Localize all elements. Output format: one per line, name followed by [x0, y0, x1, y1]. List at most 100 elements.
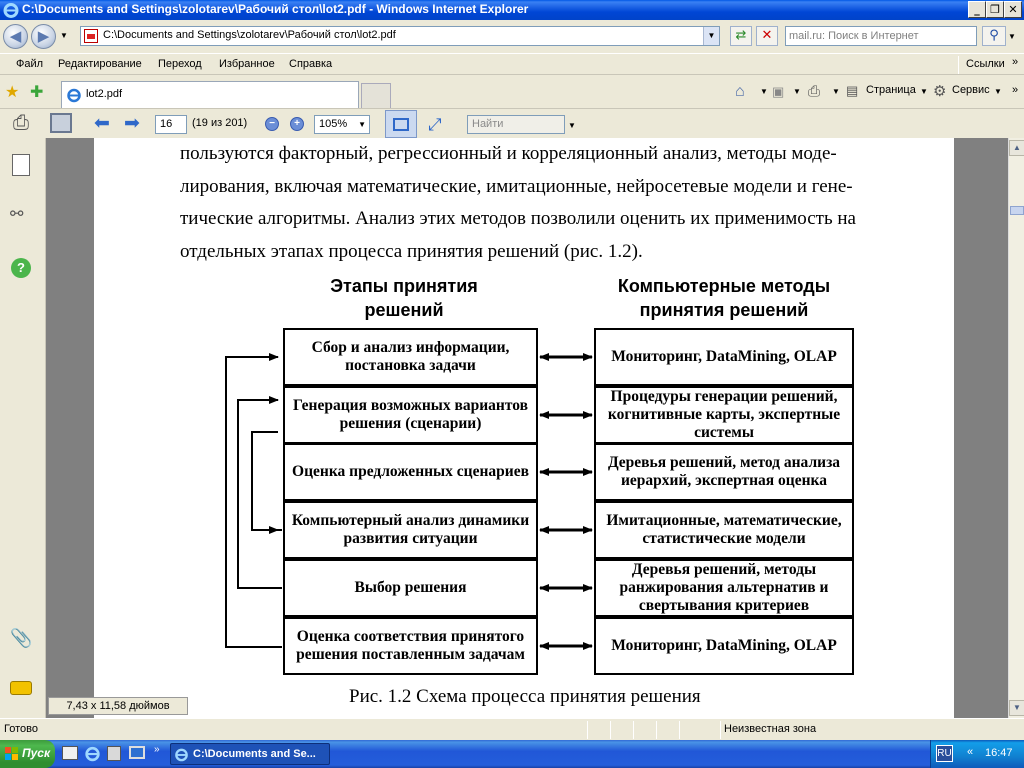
find-input[interactable]: Найти — [467, 115, 565, 134]
menu-bar: Файл Редактирование Переход Избранное Сп… — [0, 53, 1024, 75]
mail-icon[interactable] — [62, 746, 78, 760]
menu-favorites[interactable]: Избранное — [219, 58, 275, 70]
find-dropdown-icon[interactable]: ▼ — [568, 121, 576, 130]
links-label[interactable]: Ссылки — [966, 58, 1005, 70]
quicklaunch-ie-icon[interactable] — [84, 745, 101, 762]
previous-page-icon[interactable]: ⬅ — [94, 113, 110, 134]
forward-icon[interactable]: ▶ — [31, 24, 56, 49]
feeds-dropdown-icon[interactable]: ▼ — [793, 87, 801, 96]
search-icon[interactable]: ⚲ — [982, 26, 1006, 46]
title-bar[interactable]: C:\Documents and Settings\zolotarev\Рабо… — [0, 0, 1024, 20]
add-favorite-icon[interactable]: ✚ — [30, 84, 44, 101]
windows-flag-icon — [5, 747, 18, 760]
taskbar-item-ie[interactable]: C:\Documents and Se... — [170, 743, 330, 765]
address-bar[interactable]: C:\Documents and Settings\zolotarev\Рабо… — [80, 26, 720, 46]
tab-lot2-pdf[interactable]: lot2.pdf — [61, 81, 359, 108]
status-separator — [720, 721, 721, 739]
favorites-star-icon[interactable]: ★ — [5, 84, 20, 101]
links-chevron-icon[interactable]: » — [1012, 56, 1019, 68]
commands-chevron-icon[interactable]: » — [1012, 84, 1019, 96]
menu-edit[interactable]: Редактирование — [58, 58, 142, 70]
vertical-scrollbar[interactable]: ▲ ▼ — [1008, 138, 1024, 718]
gear-icon: ⚙ — [933, 83, 947, 100]
methods-heading-line: принятия решений — [639, 300, 809, 320]
internet-explorer-icon — [3, 3, 19, 18]
restore-button[interactable]: ❐ — [986, 1, 1004, 18]
status-separator — [633, 721, 634, 739]
zoom-in-icon[interactable]: + — [290, 117, 304, 131]
figure-caption: Рис. 1.2 Схема процесса принятия решения — [349, 686, 701, 707]
menu-file[interactable]: Файл — [16, 58, 44, 70]
zoom-out-icon[interactable]: − — [265, 117, 279, 131]
stage-box: Оценка соответствия принятого решения по… — [283, 617, 538, 675]
quicklaunch-chevron-icon[interactable]: » — [154, 744, 160, 755]
print-icon[interactable]: ⎙ — [808, 83, 821, 100]
start-button[interactable]: Пуск — [0, 740, 55, 768]
pages-icon[interactable] — [12, 154, 30, 176]
fit-width-icon[interactable] — [385, 110, 417, 138]
page-dropdown-icon[interactable]: ▼ — [920, 87, 928, 96]
next-page-icon[interactable]: ➡ — [124, 113, 140, 134]
page-menu[interactable]: Страница — [866, 84, 916, 96]
history-dropdown-icon[interactable]: ▼ — [60, 31, 68, 40]
stage-box: Генерация возможных вариантов решения (с… — [283, 386, 538, 444]
stop-button[interactable]: ✕ — [756, 26, 778, 46]
page-size-label: 7,43 x 11,58 дюймов — [48, 697, 188, 715]
status-bar: Готово Неизвестная зона — [0, 718, 1024, 740]
comments-icon[interactable] — [10, 681, 32, 695]
tools-menu[interactable]: Сервис — [952, 84, 990, 96]
pdf-print-icon[interactable]: ⎙ — [13, 112, 29, 134]
tab-label: lot2.pdf — [86, 88, 123, 100]
address-dropdown-icon[interactable]: ▼ — [703, 27, 719, 45]
scroll-down-icon[interactable]: ▼ — [1009, 700, 1024, 716]
page-number-input[interactable]: 16 — [155, 115, 187, 134]
feeds-icon[interactable]: ▣ — [772, 84, 785, 99]
paragraph-line: тические алгоритмы. Анализ этих методов … — [180, 208, 856, 229]
save-icon[interactable] — [50, 113, 72, 133]
stage-box: Компьютерный анализ динамики развития си… — [283, 501, 538, 559]
method-box: Мониторинг, DataMining, OLAP — [594, 617, 854, 675]
search-input[interactable]: mail.ru: Поиск в Интернет — [785, 26, 977, 46]
menu-go[interactable]: Переход — [158, 58, 202, 70]
clock[interactable]: 16:47 — [985, 747, 1013, 759]
print-dropdown-icon[interactable]: ▼ — [832, 87, 840, 96]
pdf-page: пользуются факторный, регрессионный и ко… — [94, 138, 954, 718]
scroll-thumb[interactable] — [1010, 206, 1024, 215]
attachments-icon[interactable]: 📎 — [10, 628, 33, 648]
menu-help[interactable]: Справка — [289, 58, 333, 70]
navigation-panel: ⚯ ? 📎 — [0, 138, 46, 718]
task-ie-icon — [175, 748, 188, 762]
home-icon[interactable]: ⌂ — [735, 83, 745, 100]
search-options-icon[interactable]: ▼ — [1008, 32, 1016, 41]
tray-chevron-icon[interactable]: « — [967, 746, 974, 758]
minimize-button[interactable]: _ — [968, 1, 986, 18]
scroll-up-icon[interactable]: ▲ — [1009, 140, 1024, 156]
document-viewport[interactable]: пользуются факторный, регрессионный и ко… — [46, 138, 1008, 718]
desktop-icon[interactable] — [129, 746, 145, 759]
pdf-toolbar: ⎙ ⬅ ➡ 16 (19 из 201) − + 105% ▼ ⤢ Найти … — [0, 108, 1024, 138]
help-icon[interactable]: ? — [11, 258, 31, 278]
status-separator — [656, 721, 657, 739]
tools-dropdown-icon[interactable]: ▼ — [994, 87, 1002, 96]
home-dropdown-icon[interactable]: ▼ — [760, 87, 768, 96]
address-input[interactable]: C:\Documents and Settings\zolotarev\Рабо… — [103, 29, 396, 41]
bookmarks-icon[interactable]: ⚯ — [10, 206, 24, 223]
system-tray: RU « 16:47 — [930, 740, 1024, 768]
methods-heading: Компьютерные методы принятия решений — [574, 274, 874, 322]
stage-box: Оценка предложенных сценариев — [283, 443, 538, 501]
zoom-dropdown-icon[interactable]: ▼ — [358, 120, 366, 129]
language-indicator[interactable]: RU — [936, 745, 953, 762]
paragraph-line: пользуются факторный, регрессионный и ко… — [180, 143, 837, 164]
back-icon[interactable]: ◀ — [3, 24, 28, 49]
stage-box: Сбор и анализ информации, постановка зад… — [283, 328, 538, 386]
new-tab-button[interactable] — [361, 83, 391, 108]
status-text: Готово — [4, 723, 38, 735]
zoom-select[interactable]: 105% ▼ — [314, 115, 370, 134]
fit-page-icon[interactable]: ⤢ — [428, 115, 442, 134]
method-box: Имитационные, математические, статистиче… — [594, 501, 854, 559]
refresh-button[interactable]: ⇄ — [730, 26, 752, 46]
tab-ie-icon — [67, 88, 81, 103]
calculator-icon[interactable] — [107, 746, 121, 761]
close-button[interactable]: ✕ — [1004, 1, 1022, 18]
status-separator — [679, 721, 680, 739]
